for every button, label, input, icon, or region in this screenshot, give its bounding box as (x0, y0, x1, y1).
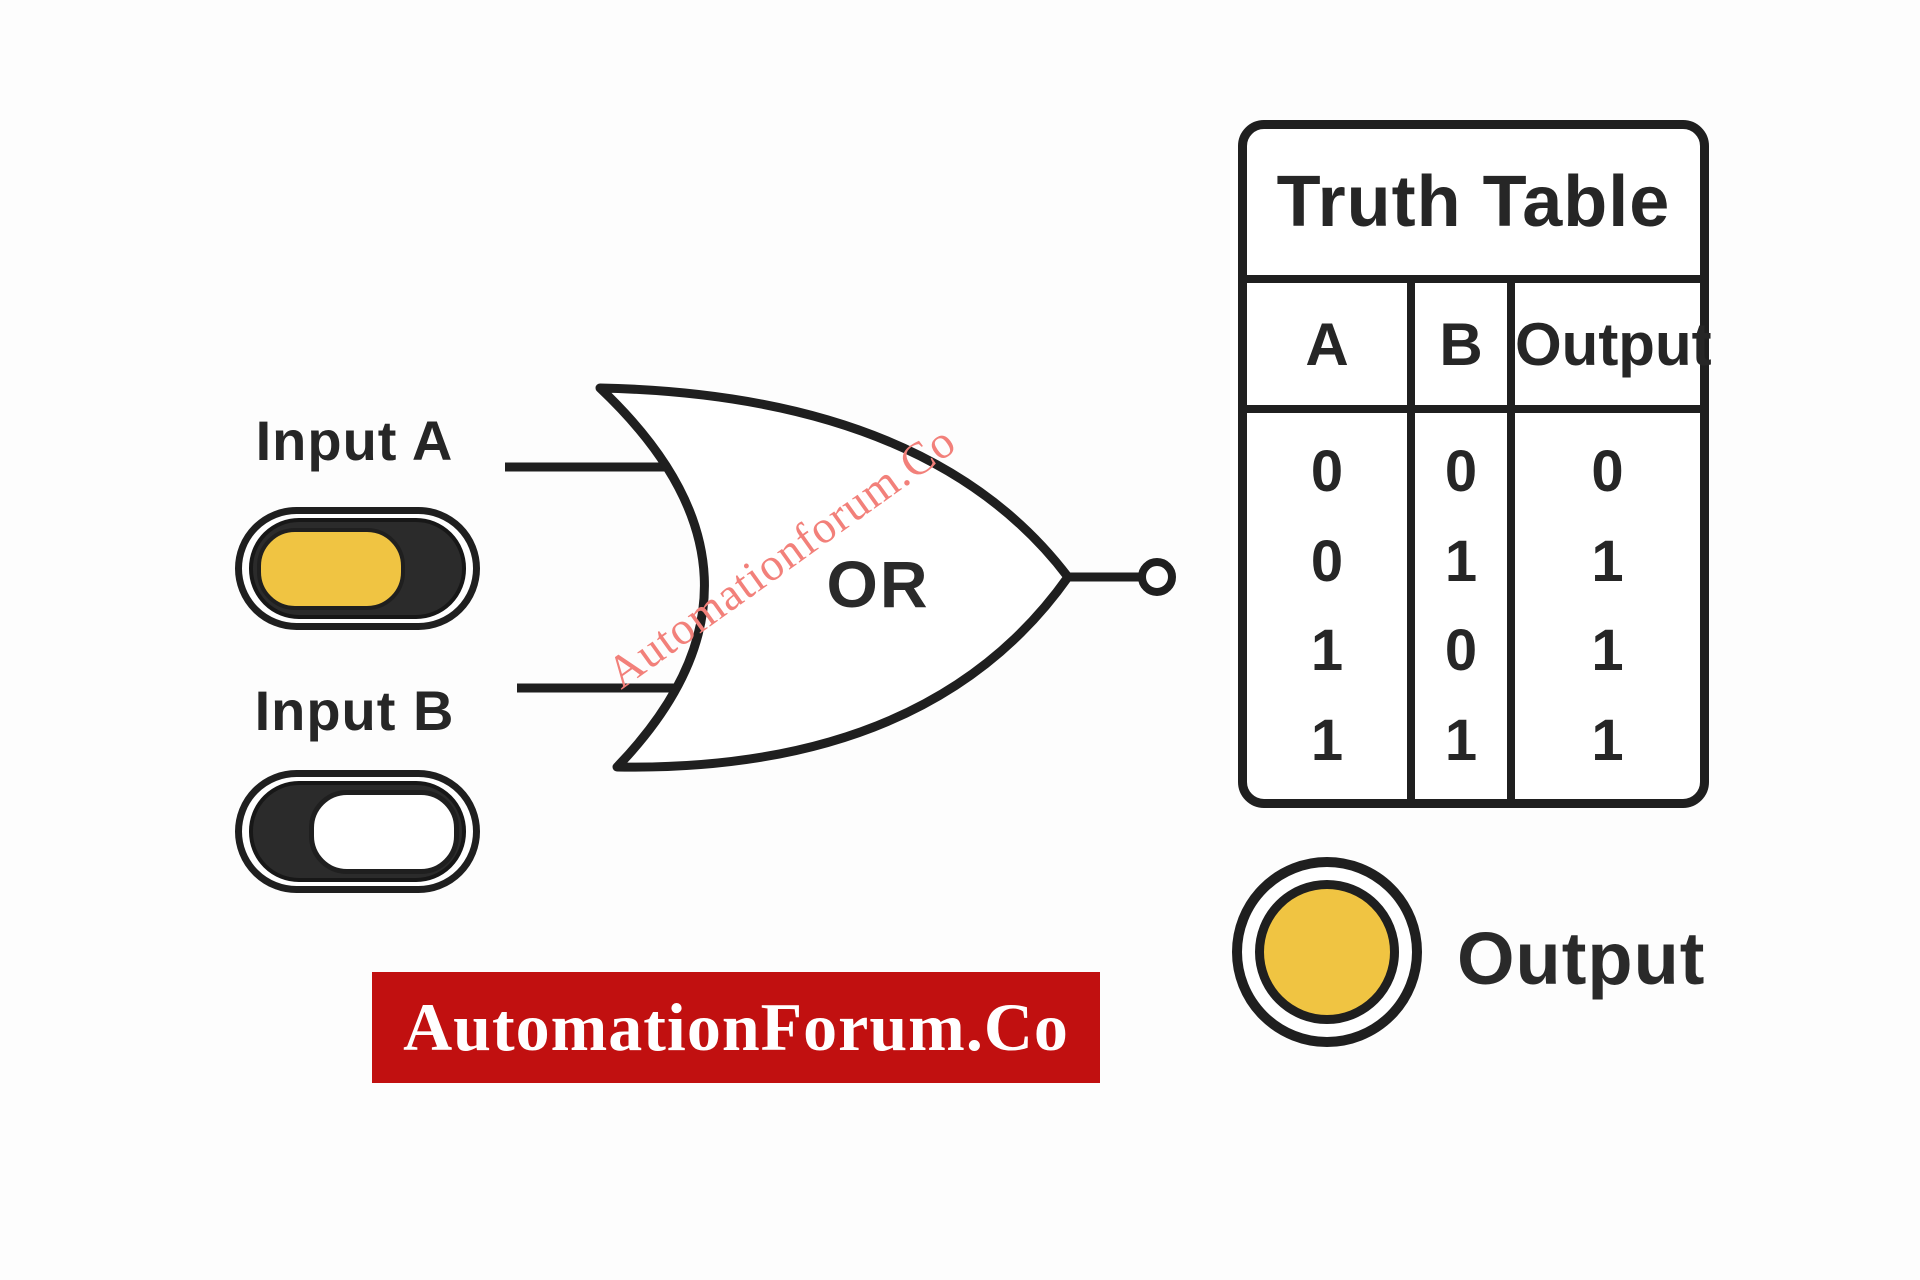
brand-banner-text: AutomationForum.Co (403, 989, 1069, 1065)
table-cell: 1 (1310, 707, 1344, 773)
truth-table-col-b: 0 1 0 1 (1415, 413, 1515, 799)
brand-banner: AutomationForum.Co (372, 972, 1100, 1083)
or-gate-body (595, 383, 1073, 772)
truth-table-header-a: A (1247, 283, 1415, 405)
truth-table-body: 0 0 1 1 0 1 0 1 0 1 1 1 (1247, 413, 1700, 799)
truth-table-col-a: 0 0 1 1 (1247, 413, 1415, 799)
input-a-toggle[interactable] (235, 507, 480, 630)
table-cell: 1 (1444, 707, 1478, 773)
truth-table-title: Truth Table (1247, 129, 1700, 283)
truth-table-header-output: Output (1515, 310, 1712, 378)
input-a-toggle-knob-on (257, 527, 405, 610)
output-lamp-core (1255, 880, 1399, 1024)
table-cell: 0 (1591, 439, 1624, 505)
truth-table-header-row: A B Output (1247, 283, 1712, 413)
table-cell: 0 (1444, 618, 1478, 684)
input-b-toggle-track (249, 781, 466, 882)
input-a-label: Input A (255, 409, 454, 472)
input-b-toggle-knob-off (309, 789, 459, 874)
table-cell: 0 (1444, 439, 1478, 505)
truth-table-col-output: 0 1 1 1 (1515, 413, 1700, 799)
output-node-circle (1138, 558, 1176, 596)
table-cell: 1 (1591, 618, 1624, 684)
input-b-toggle[interactable] (235, 770, 480, 893)
truth-table: Truth Table A B Output 0 0 1 1 0 1 0 1 0… (1238, 120, 1712, 808)
table-cell: 1 (1591, 707, 1624, 773)
table-cell: 1 (1591, 528, 1624, 594)
or-gate-label: OR (826, 547, 930, 621)
table-cell: 1 (1444, 528, 1478, 594)
output-lamp (1232, 857, 1422, 1047)
input-a-toggle-track (249, 518, 466, 619)
output-label: Output (1457, 917, 1706, 1000)
table-cell: 0 (1310, 439, 1344, 505)
truth-table-header-b: B (1415, 283, 1515, 405)
input-b-label: Input B (254, 679, 455, 742)
table-cell: 0 (1310, 528, 1344, 594)
table-cell: 1 (1310, 618, 1344, 684)
